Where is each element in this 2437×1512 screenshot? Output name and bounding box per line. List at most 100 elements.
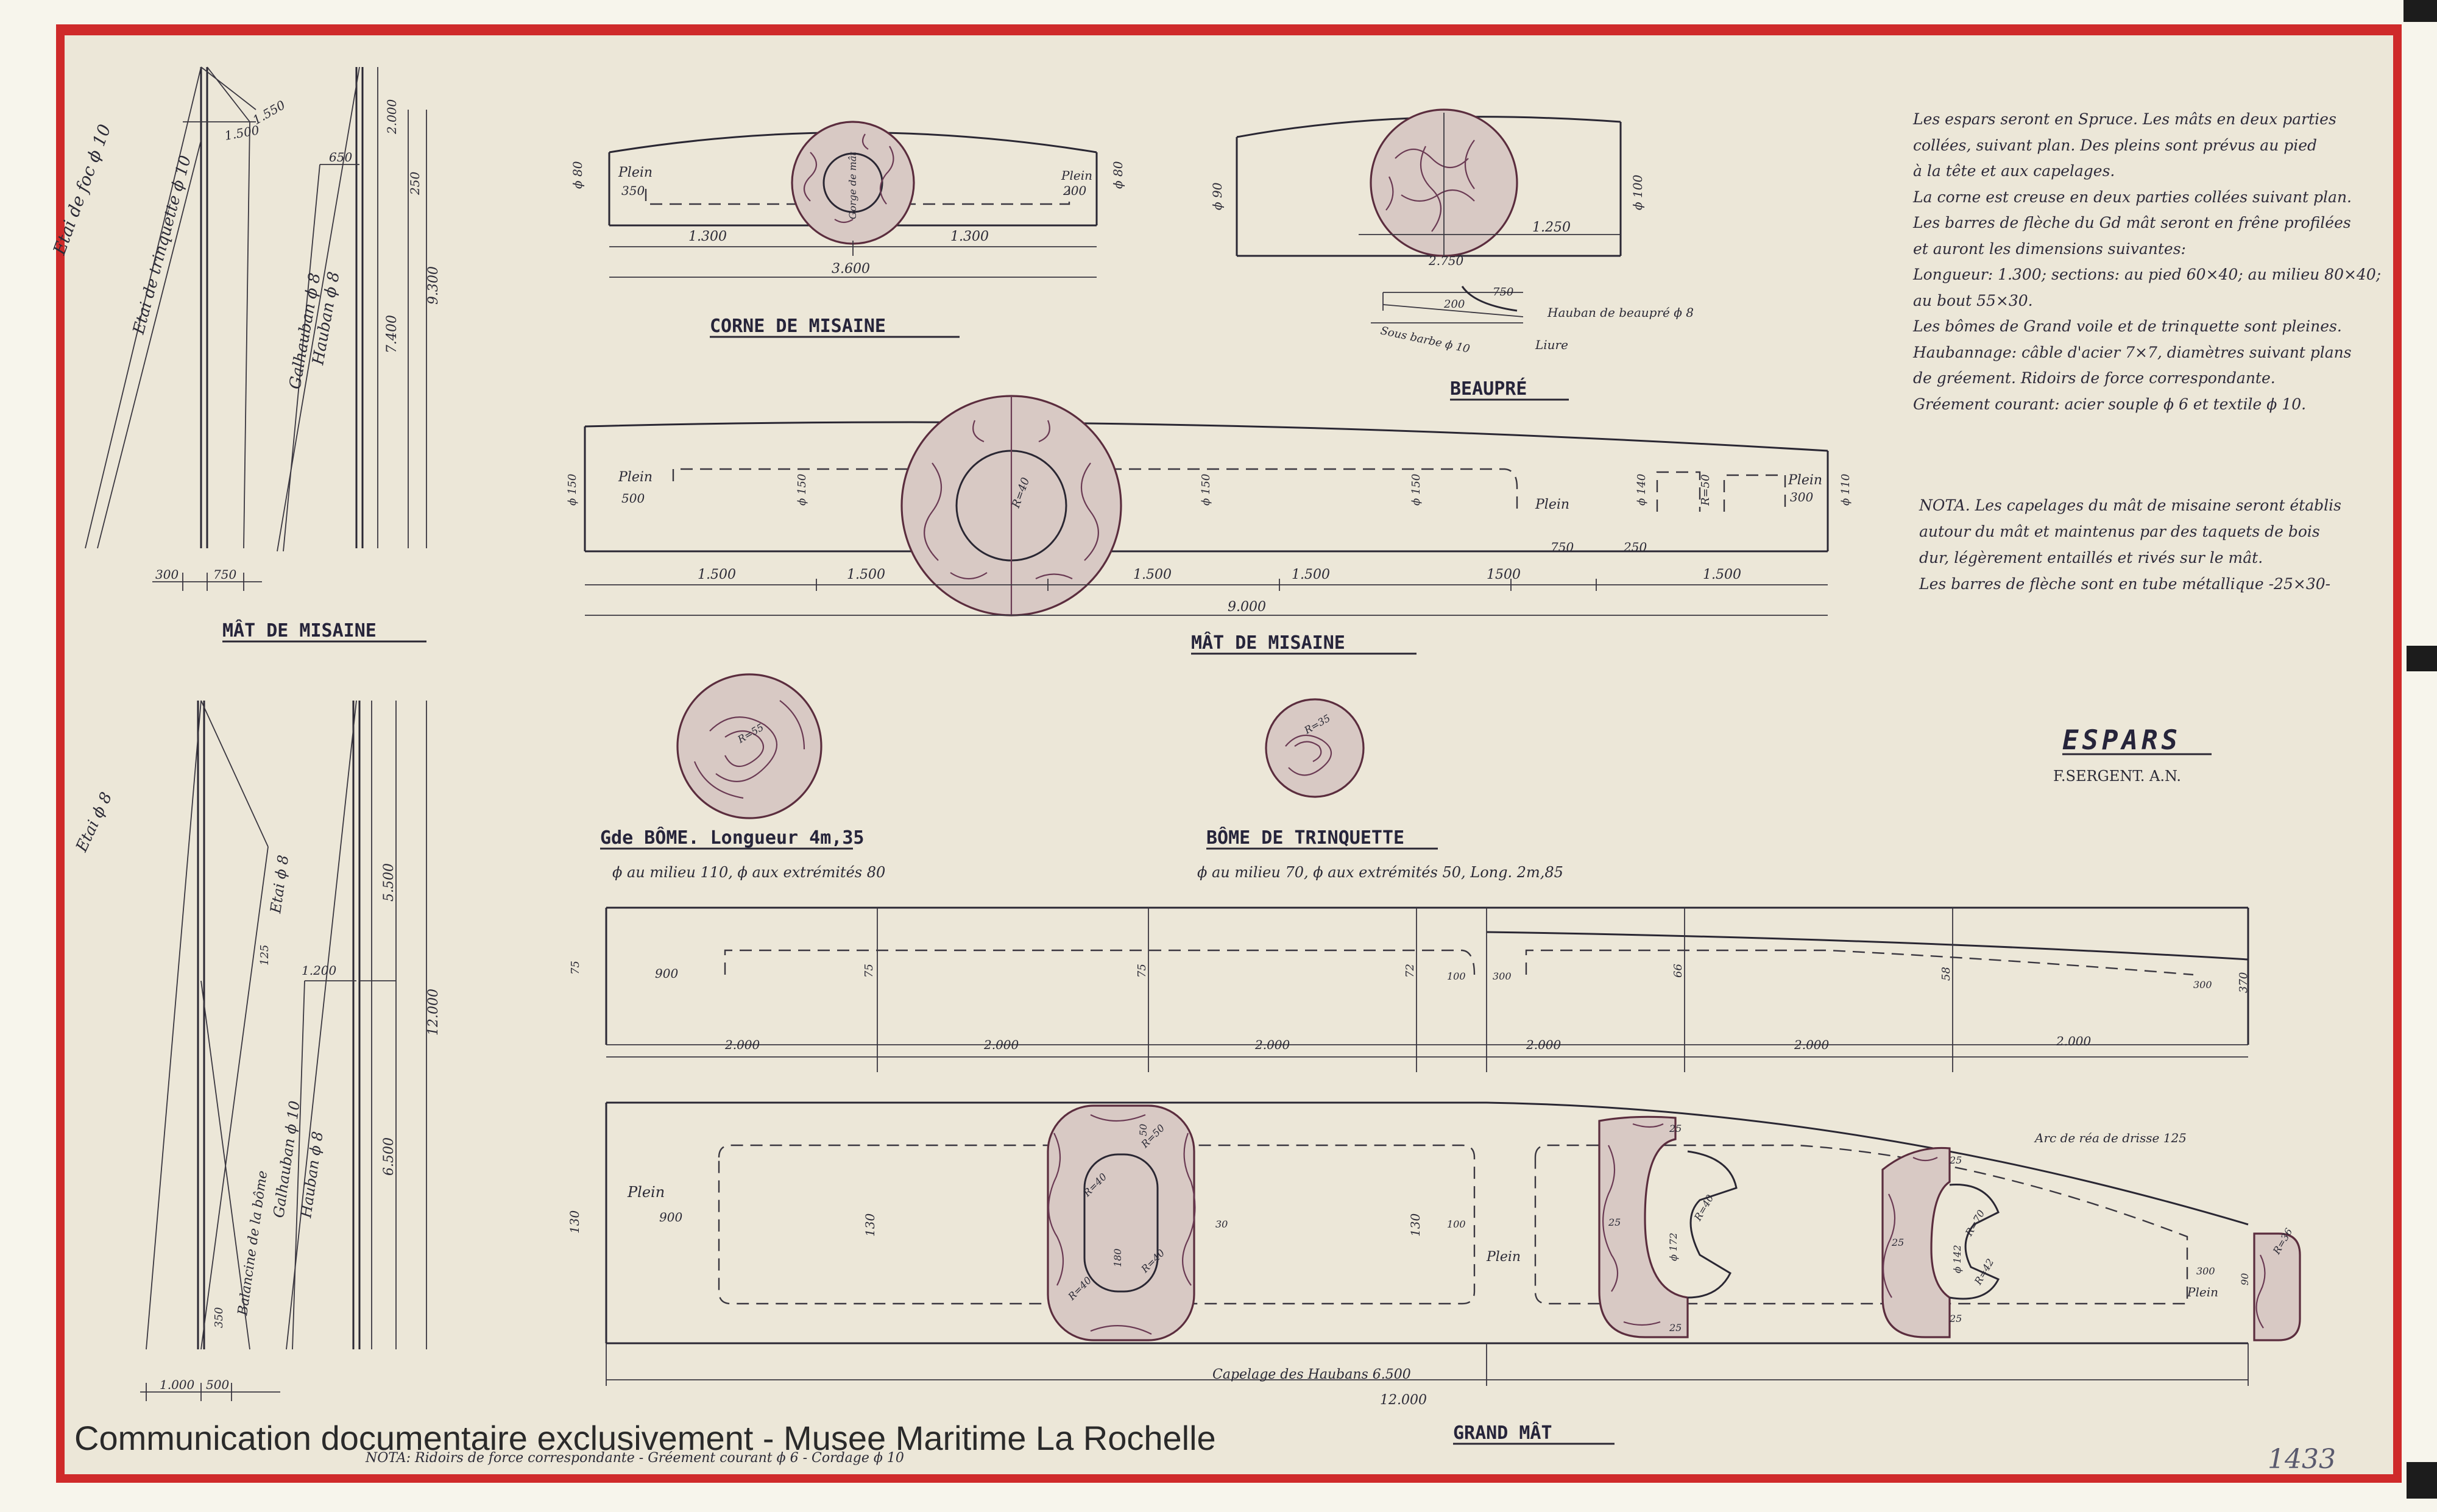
svg-text:Etai de foc ϕ 10: Etai de foc ϕ 10 <box>49 122 115 258</box>
gm-130c: 130 <box>1408 1213 1423 1237</box>
gm-130a: 130 <box>567 1210 582 1234</box>
svg-text:2.750: 2.750 <box>1428 253 1464 268</box>
beaupre-200: 200 <box>1443 298 1465 311</box>
svg-text:Plein: Plein <box>1535 497 1569 512</box>
svg-text:750: 750 <box>1551 540 1574 554</box>
dim-12000: 12.000 <box>426 989 441 1036</box>
svg-text:1.500: 1.500 <box>1703 567 1741 582</box>
svg-text:Etai ϕ 8: Etai ϕ 8 <box>73 790 116 855</box>
hauban-right-label: Hauban ϕ 8 <box>297 1131 327 1220</box>
dim-1000: 1.000 <box>160 1377 195 1392</box>
gd-bome-title: Gde BÔME. Longueur 4m,35 <box>600 826 864 849</box>
svg-text:ϕ 142: ϕ 142 <box>1951 1245 1963 1273</box>
gm-25a: 25 <box>1608 1217 1621 1228</box>
gm-25c: 25 <box>1669 1322 1682 1334</box>
svg-text:Gorge de mât: Gorge de mât <box>847 152 858 219</box>
corne-axe: Gorge de mât <box>847 152 858 219</box>
svg-text:200: 200 <box>1443 298 1465 311</box>
grand-mat-top-profile: 75 75 75 72 66 58 370 900 100 300 300 2.… <box>569 906 2250 1072</box>
svg-text:30: 30 <box>1215 1218 1228 1230</box>
dim-250: 250 <box>408 172 422 196</box>
svg-text:ϕ au milieu 70, ϕ aux extrémit: ϕ au milieu 70, ϕ aux extrémités 50, Lon… <box>1197 864 1563 881</box>
svg-text:Balancine de la bôme: Balancine de la bôme <box>235 1170 271 1317</box>
svg-text:ϕ 100: ϕ 100 <box>1630 175 1645 210</box>
tape-top-right <box>2403 0 2437 22</box>
corne-3600: 3.600 <box>832 261 870 277</box>
note-line: Gréement courant: acier souple ϕ 6 et te… <box>1913 395 2307 413</box>
svg-text:250: 250 <box>1623 540 1647 554</box>
svg-text:25: 25 <box>1949 1154 1962 1166</box>
dim-125: 125 <box>258 945 271 966</box>
beaupre-d100: ϕ 100 <box>1630 175 1645 210</box>
note-line: Les barres de flèche du Gd mât seront en… <box>1913 214 2351 231</box>
gm-space2: 2.000 <box>983 1037 1019 1052</box>
svg-text:Sous barbe ϕ 10: Sous barbe ϕ 10 <box>1379 324 1471 356</box>
note-line: et auront les dimensions suivantes: <box>1913 239 2186 258</box>
watermark-caption: Communication documentaire exclusivement… <box>74 1419 1216 1457</box>
note-line: Longueur: 1.300; sections: au pied 60×40… <box>1913 266 2382 283</box>
svg-text:2.000: 2.000 <box>1794 1037 1830 1052</box>
svg-text:R=50: R=50 <box>1699 474 1712 506</box>
dim-500: 500 <box>206 1377 229 1392</box>
svg-text:130: 130 <box>863 1213 877 1237</box>
dim-650: 650 <box>329 150 352 164</box>
svg-text:MÂT DE MISAINE: MÂT DE MISAINE <box>222 620 377 641</box>
tape-right-bottom <box>2407 1462 2437 1499</box>
misaine-plein-left: Plein <box>618 470 653 485</box>
note-line: Haubannage: câble d'acier 7×7, diamètres… <box>1913 343 2352 361</box>
dim-2000: 2.000 <box>384 99 399 135</box>
corne-200: 200 <box>1063 183 1086 198</box>
dim-9300: 9.300 <box>426 266 441 305</box>
svg-text:50: 50 <box>1137 1124 1149 1136</box>
svg-text:650: 650 <box>329 150 352 164</box>
gm-30: 30 <box>1215 1218 1228 1230</box>
svg-text:R=42: R=42 <box>1972 1257 1997 1287</box>
gm-top-d1: 75 <box>569 961 582 975</box>
dim-350: 350 <box>213 1307 225 1328</box>
svg-text:1.500: 1.500 <box>698 567 736 582</box>
svg-text:GRAND MÂT: GRAND MÂT <box>1453 1422 1552 1444</box>
svg-text:ϕ 150: ϕ 150 <box>1410 474 1423 506</box>
svg-text:Gde BÔME. Longueur 4m,35: Gde BÔME. Longueur 4m,35 <box>600 826 864 849</box>
footer-note: NOTA: Ridoirs de force correspondante - … <box>365 1450 904 1466</box>
svg-text:750: 750 <box>213 567 236 582</box>
svg-text:Plein: Plein <box>618 165 653 180</box>
misaine-d150c: ϕ 150 <box>1200 474 1212 506</box>
gm-25d: 25 <box>1891 1237 1904 1248</box>
misaine-250: 250 <box>1623 540 1647 554</box>
mat-misaine-left-title: MÂT DE MISAINE <box>222 620 377 641</box>
svg-text:370: 370 <box>2237 972 2250 993</box>
svg-text:75: 75 <box>1136 964 1148 978</box>
drawing-sheet <box>56 24 2402 1483</box>
misaine-s3: 1.500 <box>1133 567 1172 582</box>
svg-text:90: 90 <box>2239 1273 2251 1285</box>
gm-900b: 900 <box>659 1210 682 1224</box>
gm-top-300a: 300 <box>1493 970 1512 982</box>
svg-text:300: 300 <box>1790 490 1813 504</box>
svg-text:75: 75 <box>569 961 582 975</box>
note-line: collées, suivant plan. Des pleins sont p… <box>1913 136 2318 154</box>
gm-space3: 2.000 <box>1254 1037 1290 1052</box>
dim-300: 300 <box>155 567 179 582</box>
note-line: Les espars seront en Spruce. Les mâts en… <box>1913 110 2336 128</box>
svg-text:Plein: Plein <box>1486 1249 1521 1265</box>
svg-text:125: 125 <box>258 945 271 966</box>
corne-plein-left: Plein <box>618 165 653 180</box>
etai2-label: Etai ϕ 8 <box>267 854 292 915</box>
bomes-sections: R=55 R=35 Gde BÔME. Longueur 4m,35 ϕ au … <box>600 673 1563 881</box>
gm-100b: 100 <box>1447 1218 1466 1230</box>
svg-text:Etai de trinquette ϕ 10: Etai de trinquette ϕ 10 <box>130 154 195 337</box>
svg-text:Etai ϕ 8: Etai ϕ 8 <box>267 854 292 915</box>
gm-total: 12.000 <box>1380 1393 1427 1408</box>
svg-text:6.500: 6.500 <box>381 1137 397 1176</box>
svg-text:12.000: 12.000 <box>426 989 441 1036</box>
svg-text:500: 500 <box>206 1377 229 1392</box>
svg-text:R=40: R=40 <box>1692 1193 1716 1223</box>
gm-top-100: 100 <box>1447 970 1466 982</box>
svg-text:25: 25 <box>1669 1322 1682 1334</box>
rig-right-diagram: Etai ϕ 8 Etai ϕ 8 Balancine de la bôme G… <box>73 700 441 1401</box>
gm-plein-mid: Plein <box>1486 1249 1521 1265</box>
svg-text:25: 25 <box>1669 1123 1682 1134</box>
beaupre-sous-barbe: Sous barbe ϕ 10 <box>1379 324 1471 356</box>
svg-text:1500: 1500 <box>1487 567 1521 582</box>
